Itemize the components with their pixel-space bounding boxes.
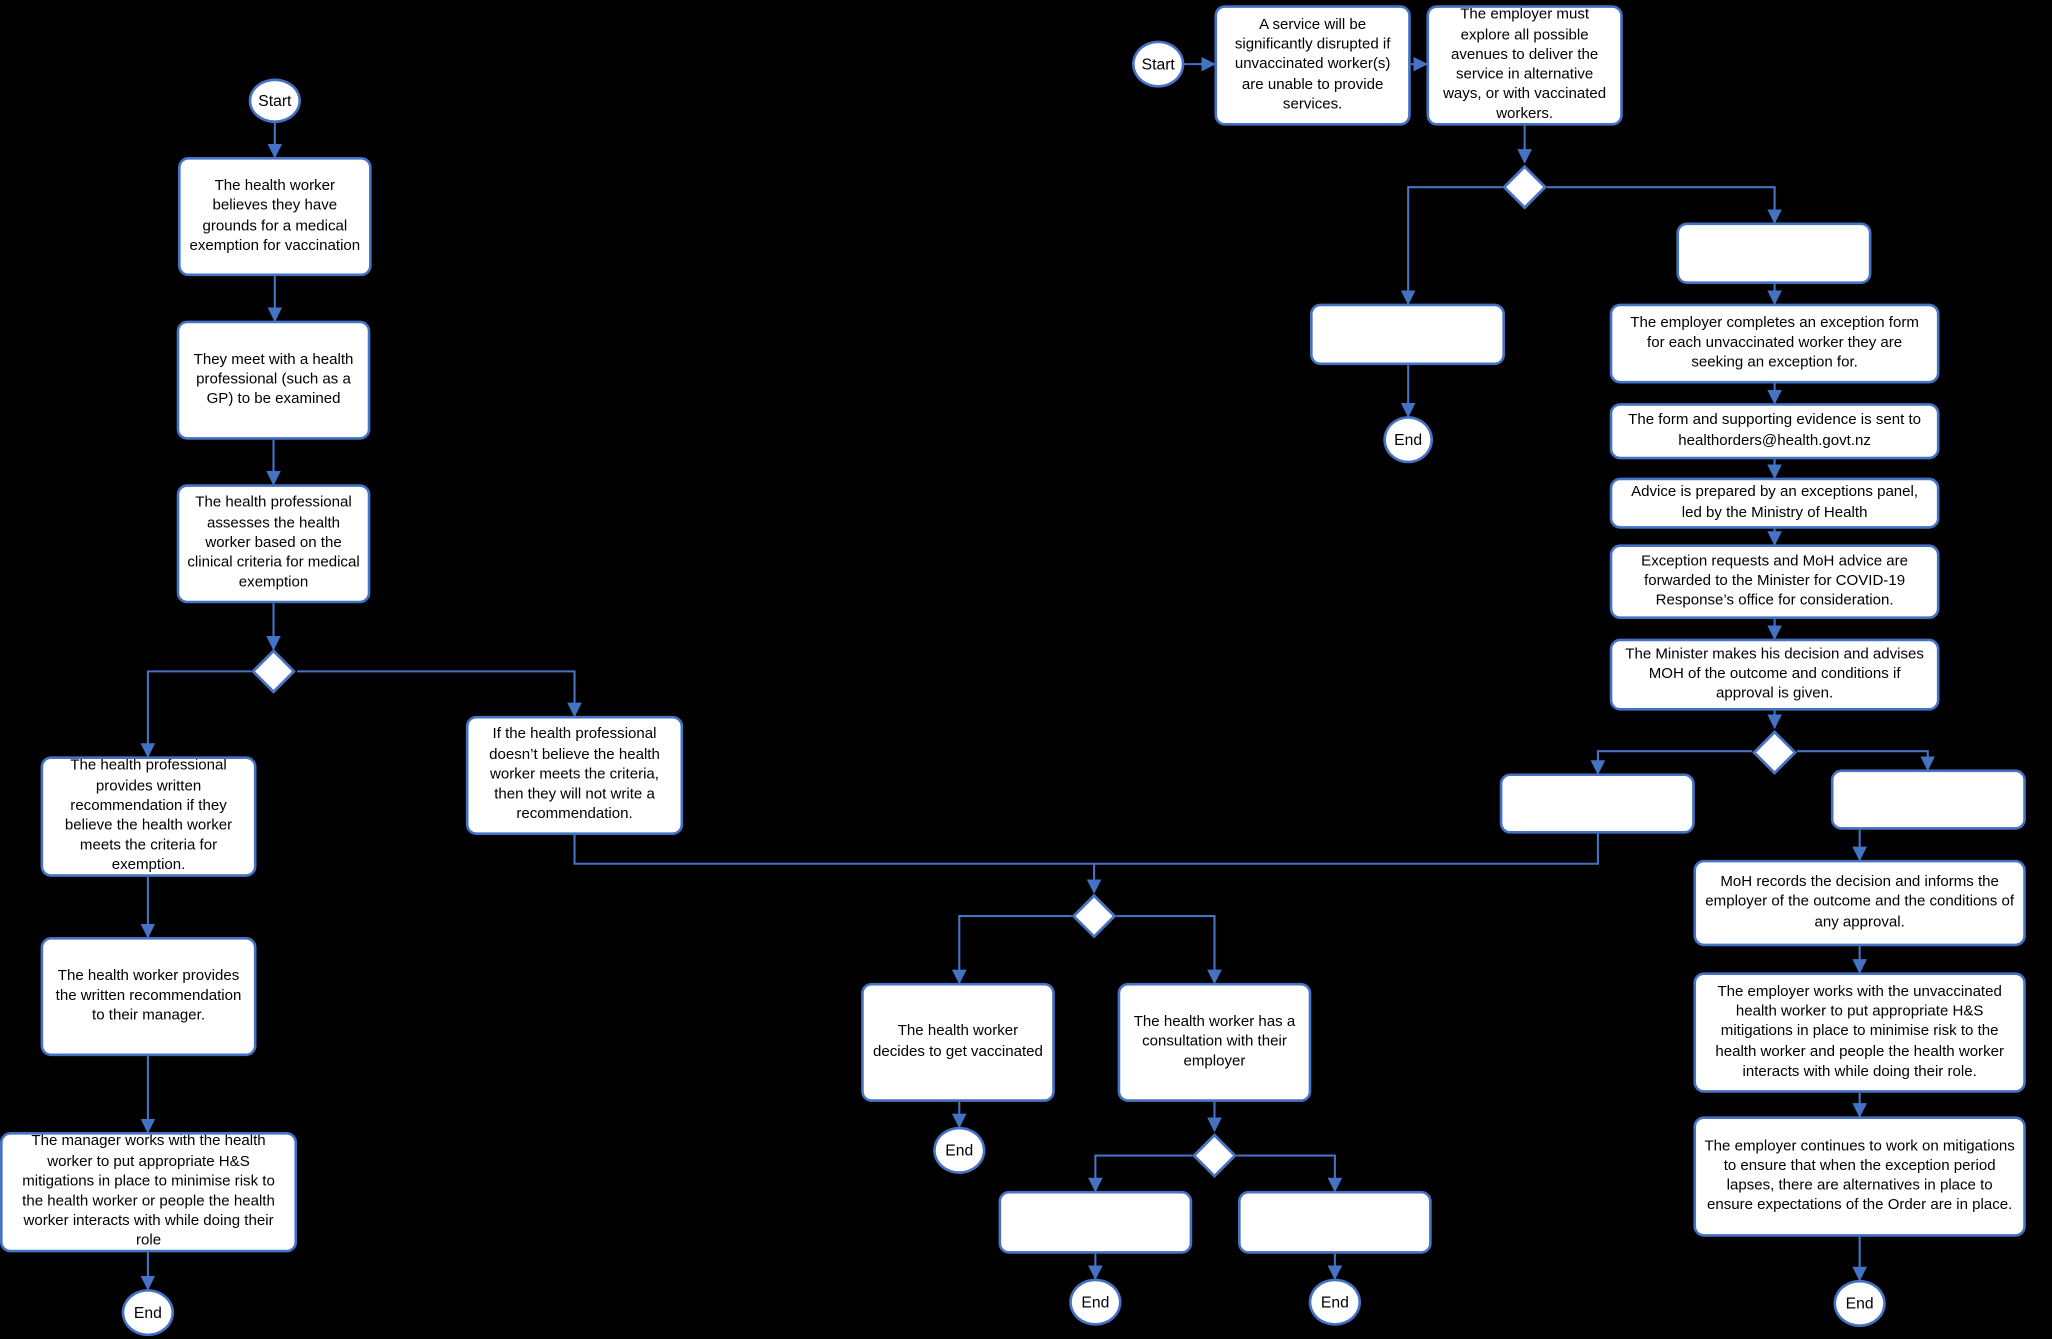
connector-decision-to-option-a bbox=[1088, 1154, 1193, 1193]
branch-right bbox=[1676, 222, 1872, 284]
connector-decision-to-consultation bbox=[1116, 915, 1222, 985]
step-employer-mitigations: The employer works with the unvaccinated… bbox=[1693, 972, 2026, 1093]
step-manager-mitigations: The manager works with the health worker… bbox=[0, 1132, 298, 1253]
step-employer-consultation: The health worker has a consultation wit… bbox=[1117, 982, 1312, 1102]
end-terminal: End bbox=[1833, 1279, 1886, 1328]
step-get-vaccinated: The health worker decides to get vaccina… bbox=[861, 982, 1055, 1102]
connector-decision-to-right bbox=[1546, 186, 1782, 224]
decision-branch-right bbox=[1830, 769, 2026, 830]
step-service-disrupted: A service will be significantly disrupte… bbox=[1214, 5, 1411, 126]
step-no-recommendation: If the health professional doesn’t belie… bbox=[465, 715, 684, 835]
step-exception-form: The employer completes an exception form… bbox=[1609, 303, 1940, 384]
step-provide-to-manager: The health worker provides the written r… bbox=[40, 937, 257, 1057]
step-minister-decision: The Minister makes his decision and advi… bbox=[1609, 638, 1940, 711]
start-terminal: Start bbox=[1132, 40, 1185, 88]
end-terminal: End bbox=[933, 1126, 986, 1174]
outcome-option-b bbox=[1238, 1190, 1432, 1254]
step-assess-criteria: The health professional assesses the hea… bbox=[176, 484, 371, 604]
end-terminal: End bbox=[1308, 1278, 1362, 1326]
step-send-form: The form and supporting evidence is sent… bbox=[1609, 403, 1940, 460]
start-terminal: Start bbox=[248, 78, 302, 124]
step-panel-advice: Advice is prepared by an exceptions pane… bbox=[1609, 477, 1940, 529]
step-forward-minister: Exception requests and MoH advice are fo… bbox=[1609, 544, 1940, 620]
connector-no-to-merge bbox=[573, 833, 1599, 865]
step-believes-grounds: The health worker believes they have gro… bbox=[177, 157, 372, 277]
step-meet-professional: They meet with a health professional (su… bbox=[176, 320, 371, 440]
connector-decision-to-left bbox=[1400, 186, 1503, 306]
step-continue-mitigations: The employer continues to work on mitiga… bbox=[1693, 1116, 2026, 1237]
connector-decision-to-decision-right bbox=[1796, 750, 1936, 771]
step-explore-avenues: The employer must explore all possible a… bbox=[1426, 5, 1623, 126]
connector-decision-to-yes bbox=[140, 670, 252, 758]
step-written-recommendation: The health professional provides written… bbox=[40, 756, 257, 877]
connector-decision-to-option-b bbox=[1236, 1154, 1343, 1193]
step-moh-records: MoH records the decision and informs the… bbox=[1693, 859, 2026, 947]
connector-decision-to-decision-left bbox=[1590, 750, 1753, 775]
connector-decision-to-no bbox=[297, 670, 582, 718]
end-terminal: End bbox=[121, 1289, 175, 1337]
branch-left bbox=[1310, 303, 1506, 366]
connector-decision-to-vaccinated bbox=[951, 915, 1072, 985]
end-terminal: End bbox=[1383, 416, 1434, 464]
end-terminal: End bbox=[1069, 1278, 1122, 1326]
outcome-option-a bbox=[998, 1190, 1193, 1254]
decision-branch-left bbox=[1499, 773, 1695, 834]
